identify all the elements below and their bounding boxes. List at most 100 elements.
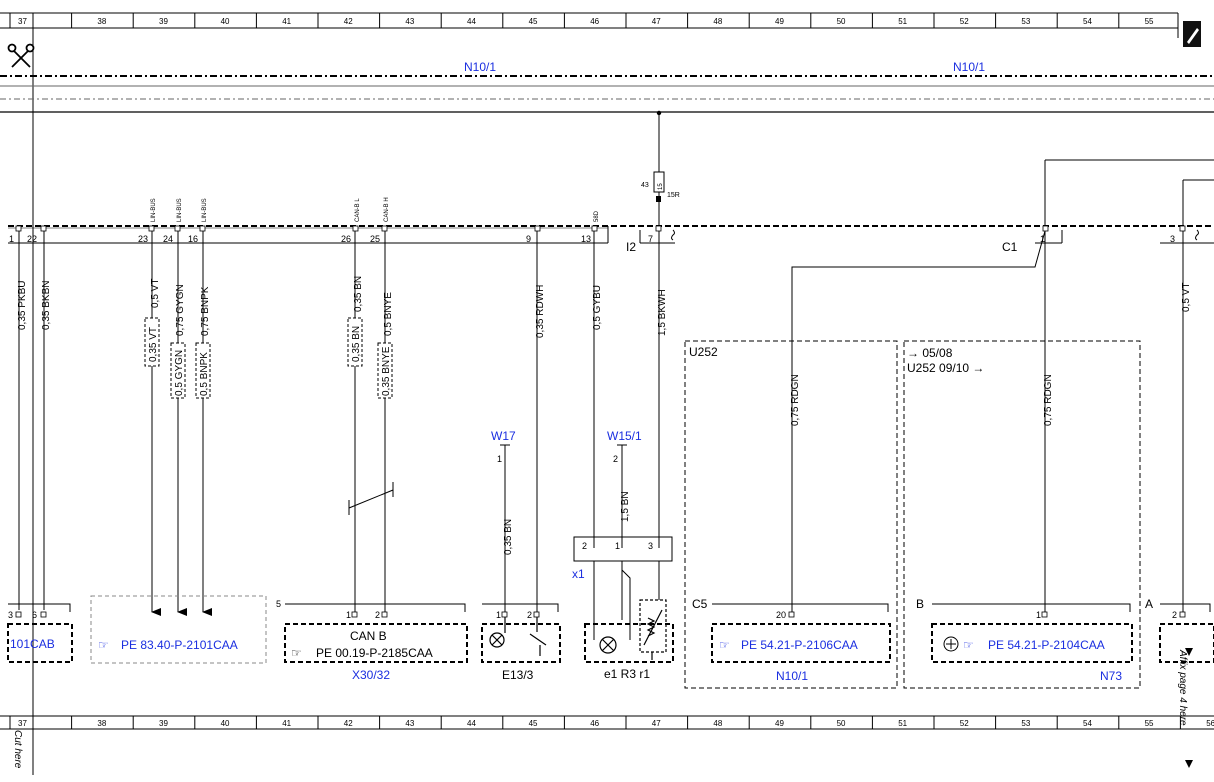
ref-text-pe-00-19[interactable]: PE 00.19-P-2185CAA <box>316 646 433 660</box>
label-u252: U252 <box>689 345 718 359</box>
grid-number: 56 <box>1206 719 1214 728</box>
bus-pin: 23 <box>138 234 148 244</box>
label-since: → 05/08 <box>907 346 953 360</box>
wire-label: 0,75 GYGN <box>175 284 186 336</box>
pin: 3 <box>8 610 13 620</box>
cut-here-label: Cut here <box>12 730 23 769</box>
grid-number: 42 <box>344 719 353 728</box>
label-u252-range: U252 09/10 → <box>907 361 984 375</box>
fuse-label-right: 15R <box>667 192 680 199</box>
label-e13-3: E13/3 <box>502 668 534 682</box>
wire-label: 0,35 BKBN <box>41 281 52 330</box>
pin: 1 <box>615 541 620 551</box>
pin: 2 <box>1172 610 1177 620</box>
grid-number: 50 <box>837 719 846 728</box>
ref-link-pe-54-21-2106[interactable]: PE 54.21-P-2106CAA <box>741 638 858 652</box>
affix-label: Affix page 4 here <box>1177 649 1188 726</box>
ground-ref-w17: W17 <box>491 429 516 443</box>
wire-label: 0,5 BNPK <box>199 352 210 396</box>
label-x1: x1 <box>572 567 585 581</box>
module-label-n73: N73 <box>1100 669 1122 683</box>
pin: 20 <box>776 610 786 620</box>
wire-label: 0,35 PKBU <box>17 281 28 330</box>
grid-number: 52 <box>960 719 969 728</box>
ref-link-cab[interactable]: 101CAB <box>10 637 55 651</box>
tag-lin-bus: LIN-BUS <box>202 198 208 222</box>
bus-pin: 24 <box>163 234 173 244</box>
module-label-n10-right: N10/1 <box>953 60 985 74</box>
hand-pointer-icon: ☞ <box>963 638 974 652</box>
wire-label: 1,5 BKWH <box>657 289 668 336</box>
ground-pin: 1 <box>497 454 502 464</box>
wire-label: 0,35 VT <box>148 327 159 362</box>
ground-ref-w15-1: W15/1 <box>607 429 642 443</box>
bus-pin: 13 <box>581 234 591 244</box>
pin: 1 <box>496 610 501 620</box>
wire-label: 0,5 GYBU <box>592 285 603 330</box>
ref-link-pe-54-21-2104[interactable]: PE 54.21-P-2104CAA <box>988 638 1105 652</box>
pin: 2 <box>375 610 380 620</box>
grid-number: 44 <box>467 17 476 26</box>
fuse-label-left: 43 <box>641 182 649 189</box>
label-e1-r3-r1: e1 R3 r1 <box>604 667 650 681</box>
grid-number: 46 <box>590 719 599 728</box>
grid-number: 41 <box>282 17 291 26</box>
grid-number: 51 <box>898 719 907 728</box>
tag-can-b-h: CAN-B H <box>384 197 390 222</box>
grid-number: 45 <box>529 17 538 26</box>
wire-label: 0,5 VT <box>150 279 161 308</box>
grid-number: 41 <box>282 719 291 728</box>
grid-number: 55 <box>1145 719 1154 728</box>
component-title-can-b: CAN B <box>350 629 387 643</box>
label-a: A <box>1145 597 1153 611</box>
grid-number: 48 <box>713 719 722 728</box>
bus-pin: 1 <box>9 234 14 244</box>
hand-pointer-icon: ☞ <box>719 638 730 652</box>
ground-pin: 2 <box>613 454 618 464</box>
fuse-label-mid: 15 <box>658 183 664 190</box>
bus-pin: 25 <box>370 234 380 244</box>
grid-number: 49 <box>775 719 784 728</box>
ref-link-pe-83-40[interactable]: PE 83.40-P-2101CAA <box>121 638 238 652</box>
grid-number: 51 <box>898 17 907 26</box>
bus-pin: 7 <box>648 234 653 244</box>
grid-number: 38 <box>97 17 106 26</box>
wire-label: 0,5 BNYE <box>383 292 394 336</box>
tag-58d: 58D <box>594 210 600 222</box>
wire-label: 0,75 RDGN <box>790 374 801 426</box>
tag-lin-bus: LIN-BUS <box>177 198 183 222</box>
grid-number: 37 <box>18 17 27 26</box>
grid-number: 46 <box>590 17 599 26</box>
grid-number: 39 <box>159 17 168 26</box>
grid-number: 37 <box>18 719 27 728</box>
grid-number: 40 <box>221 719 230 728</box>
label-b: B <box>916 597 924 611</box>
scissors-icon <box>7 43 35 68</box>
bus-pin: 16 <box>188 234 198 244</box>
bus-pin: 26 <box>341 234 351 244</box>
label-x30-32: X30/32 <box>352 668 390 682</box>
grid-number: 43 <box>405 719 414 728</box>
label-i2: I2 <box>626 240 636 254</box>
wire-label: 0,75 BNPK <box>200 286 211 336</box>
linked-component-box <box>90 595 267 664</box>
grid-number: 47 <box>652 719 661 728</box>
pin: 1 <box>1036 610 1041 620</box>
wire-label: 0,35 BN <box>351 326 362 362</box>
pencil-icon <box>1183 21 1201 47</box>
grid-number: 53 <box>1021 17 1030 26</box>
grid-number: 55 <box>1145 17 1154 26</box>
grid-number: 53 <box>1021 719 1030 728</box>
grid-number: 39 <box>159 719 168 728</box>
wire-label: 0,35 BN <box>353 276 364 312</box>
wire-label: 0,35 BNYE <box>381 346 392 396</box>
grid-number: 49 <box>775 17 784 26</box>
wire-label: 0,75 RDGN <box>1043 374 1054 426</box>
grid-number: 38 <box>97 719 106 728</box>
pin: 2 <box>582 541 587 551</box>
grid-number: 54 <box>1083 17 1092 26</box>
wire-label: 0,35 RDWH <box>535 285 546 338</box>
